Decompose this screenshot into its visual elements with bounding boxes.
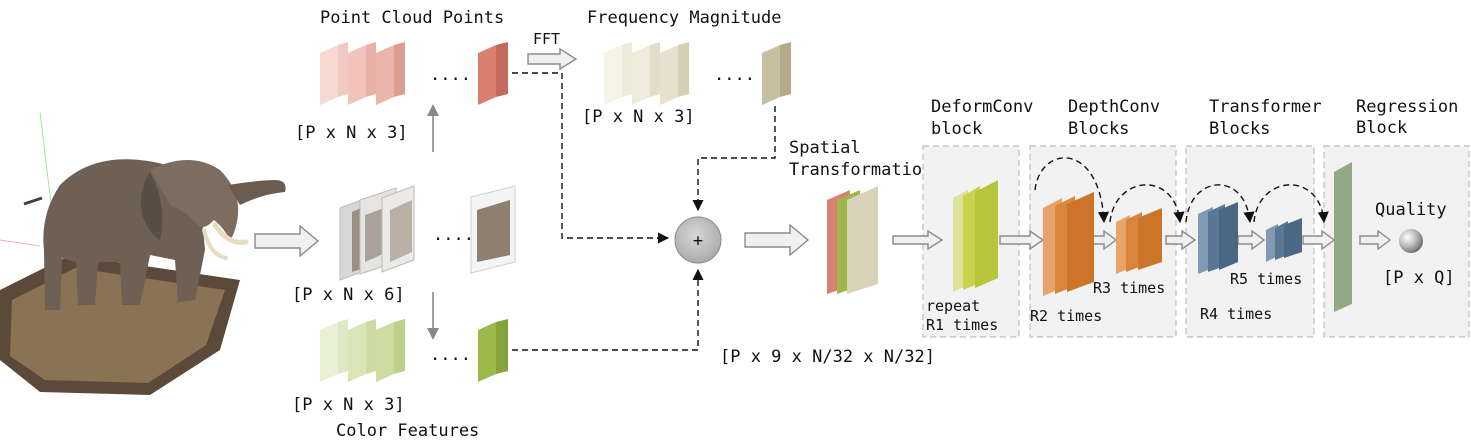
small-flow-arrows bbox=[892, 229, 1392, 251]
frequency-magnitude-title: Frequency Magnitude bbox=[587, 8, 781, 28]
quality-output-sphere bbox=[1399, 229, 1423, 253]
depth-r3: R3 times bbox=[1093, 279, 1165, 297]
flow-arrow-to-spatial bbox=[744, 223, 810, 257]
fft-label: FFT bbox=[533, 30, 560, 48]
spatial-transformation-stack bbox=[827, 186, 878, 294]
depth-r2: R2 times bbox=[1030, 307, 1102, 325]
depthconv-layers-large bbox=[1043, 192, 1094, 296]
color-dims: [P x N x 3] bbox=[292, 395, 405, 415]
repeat-loop-arrows bbox=[1034, 157, 1329, 224]
fft-arrow bbox=[527, 47, 578, 71]
deformconv-layers bbox=[953, 180, 998, 292]
quality-dims: [P x Q] bbox=[1383, 268, 1455, 288]
arrow-down-to-color bbox=[427, 292, 439, 340]
freq-dims: [P x N x 3] bbox=[582, 107, 695, 127]
patches-dims: [P x N x 6] bbox=[292, 285, 405, 305]
flow-arrow-input bbox=[254, 224, 320, 258]
frequency-magnitude-stack bbox=[604, 42, 791, 105]
points-dims: [P x N x 3] bbox=[295, 123, 408, 143]
transformer-layers-large bbox=[1198, 202, 1238, 274]
deformconv-title-line2: block bbox=[931, 119, 982, 139]
color-features-title: Color Features bbox=[336, 421, 479, 441]
color-ellipsis: .... bbox=[430, 345, 471, 365]
dashed-freq-to-plus bbox=[692, 106, 776, 212]
depthconv-title-line1: DepthConv bbox=[1068, 97, 1160, 117]
deform-repeat-r1: R1 times bbox=[926, 316, 998, 334]
spatial-title-line2: Transformation bbox=[789, 160, 932, 180]
elephant-point-cloud-image bbox=[0, 111, 286, 395]
patches-ellipsis: .... bbox=[433, 225, 474, 245]
dashed-color-to-plus bbox=[512, 268, 704, 351]
spatial-title-line1: Spatial bbox=[789, 138, 861, 158]
deform-repeat-line1: repeat bbox=[926, 297, 980, 315]
transformer-r5: R5 times bbox=[1230, 270, 1302, 288]
transformer-layers-small bbox=[1266, 218, 1302, 262]
spatial-dims: [P x 9 x N/32 x N/32] bbox=[720, 347, 935, 367]
points-ellipsis: .... bbox=[430, 65, 471, 85]
point-cloud-patches bbox=[339, 185, 516, 281]
regression-layer bbox=[1334, 162, 1352, 312]
freq-ellipsis: .... bbox=[714, 65, 755, 85]
color-features-stack bbox=[320, 319, 508, 382]
regression-title-line1: Regression bbox=[1356, 97, 1458, 117]
regression-title-line2: Block bbox=[1356, 118, 1407, 138]
transformer-r4: R4 times bbox=[1200, 305, 1272, 323]
transformer-title-line1: Transformer bbox=[1209, 97, 1322, 117]
quality-label: Quality bbox=[1375, 200, 1447, 220]
point-cloud-points-title: Point Cloud Points bbox=[320, 8, 504, 28]
depthconv-layers-small bbox=[1116, 208, 1162, 274]
fusion-plus-node: + bbox=[674, 216, 722, 264]
svg-text:+: + bbox=[693, 231, 703, 251]
deformconv-title-line1: DeformConv bbox=[931, 97, 1033, 117]
point-cloud-points-stack bbox=[320, 42, 508, 105]
dashed-points-to-plus bbox=[512, 72, 670, 244]
depthconv-title-line2: Blocks bbox=[1068, 119, 1129, 139]
arrow-up-to-points bbox=[427, 104, 439, 152]
transformer-title-line2: Blocks bbox=[1209, 119, 1270, 139]
